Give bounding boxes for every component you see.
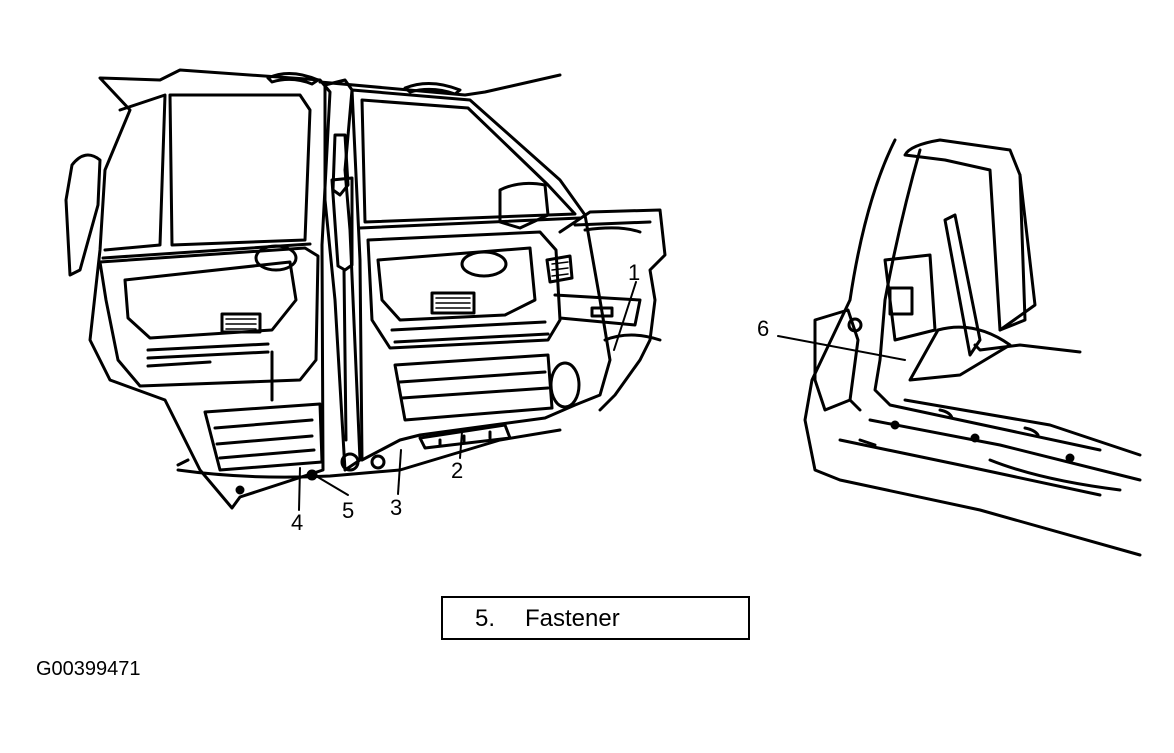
side-mirror [498, 181, 550, 230]
leader-line-2 [459, 431, 463, 459]
rear-door-handle [254, 244, 298, 272]
fastener-6 [847, 317, 863, 333]
callout-5: 5 [342, 498, 355, 523]
side-doors-view [64, 68, 667, 510]
front-door-handle [460, 250, 508, 278]
legend-label: Fastener [525, 605, 620, 632]
rear-body-outline [803, 138, 1142, 557]
liftgate-opening [903, 138, 1027, 332]
leader-line-6 [777, 335, 906, 361]
callout-1: 1 [628, 260, 641, 285]
roof-grab-handle-rear [266, 72, 320, 86]
figure-id: G00399471 [36, 658, 141, 680]
rear-door-pocket [203, 402, 324, 472]
callout-2: 2 [451, 458, 464, 483]
dashboard [558, 208, 667, 412]
rear-door-trim-panel [98, 246, 320, 388]
air-vent [545, 254, 574, 284]
legend-entry: 5. Fastener [475, 607, 620, 631]
front-door-pocket [393, 353, 554, 422]
seat-belt [331, 133, 350, 197]
callout-4: 4 [291, 510, 304, 535]
leader-line-3 [397, 449, 402, 495]
front-door-window [360, 98, 577, 224]
cargo-seat-belt [943, 213, 982, 357]
callout-6: 6 [757, 316, 770, 341]
legend-number: 5. [475, 605, 496, 632]
cargo-area-view [803, 138, 1142, 557]
leader-lines [298, 281, 906, 511]
rear-seat-headrest [64, 153, 102, 277]
leader-line-5 [315, 475, 349, 496]
leader-line-4 [298, 467, 301, 511]
callout-3: 3 [390, 495, 403, 520]
cargo-floor [838, 398, 1142, 497]
door-speaker [549, 361, 581, 409]
leader-line-1 [613, 281, 637, 351]
front-door-trim-panel [366, 230, 562, 350]
front-door [350, 88, 612, 462]
legend-box: 5. Fastener [441, 596, 750, 640]
rear-door-window [168, 93, 312, 247]
